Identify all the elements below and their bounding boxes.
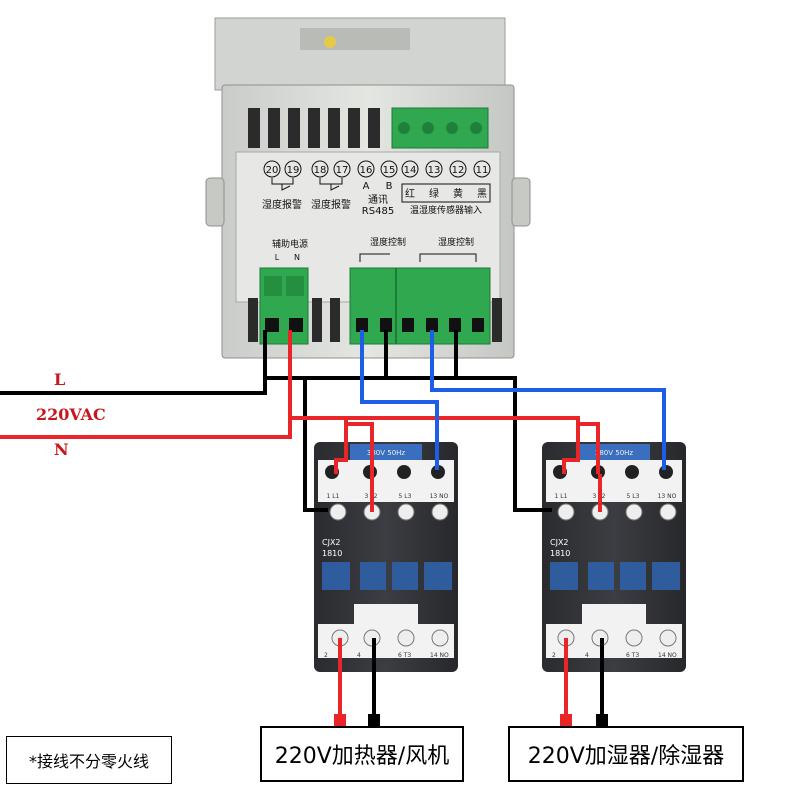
contactor-terminal-label: 13 NO [430, 493, 449, 500]
alarm2-label: 湿度报警 [311, 198, 351, 211]
terminal-number: 17 [336, 165, 349, 176]
live-wire-main [0, 330, 267, 395]
sensor-wire-color: 红 [405, 187, 415, 200]
contactor-top-panel [318, 460, 454, 502]
sensor-wire-color: 黑 [477, 188, 487, 200]
sensor-wire-color: 绿 [429, 187, 439, 200]
control-wire-contactor2 [430, 330, 666, 470]
control-relay-symbols [359, 253, 477, 262]
load1-neutral-lug [334, 714, 346, 726]
temp-control-label: 湿度控制 [370, 236, 406, 248]
terminal-number: 20 [266, 165, 279, 176]
contactor-terminal-label: 6 T3 [626, 652, 639, 659]
wiring-note: *接线不分零火线 [6, 736, 172, 784]
contactor-top-panel [546, 460, 682, 502]
humidity-control-label: 湿度控制 [438, 236, 474, 248]
controller-top-label [300, 28, 410, 50]
terminal-number: 16 [360, 165, 373, 176]
aux-power-label: 辅助电源 [272, 238, 308, 250]
controller-vents-bottom [248, 298, 502, 342]
comm-protocol: RS485 [362, 206, 394, 217]
contactor-terminal-label: 1 L1 [555, 493, 568, 500]
load-heater-fan: 220V加热器/风机 [260, 726, 464, 782]
contactor-terminal-label: 2 [552, 652, 556, 659]
sensor-input-label: 温湿度传感器输入 [410, 204, 482, 216]
terminal-number: 13 [428, 165, 441, 176]
sensor-color-box [401, 183, 491, 203]
voltage-label: 220VAC [36, 405, 106, 424]
line-label: L [54, 370, 65, 389]
live-wire-to-contactor1 [303, 378, 328, 512]
contactor-model: CJX2 [322, 538, 341, 547]
contactor-terminal-label: 5 L3 [627, 493, 640, 500]
neutral-wire-coil [334, 418, 600, 474]
contactor-terminal-label: 1 L1 [327, 493, 340, 500]
terminal-number: 19 [287, 165, 300, 176]
sensor-terminal-block [391, 107, 489, 149]
controller-indicator-icon [324, 36, 336, 48]
terminal-number: 18 [314, 165, 327, 176]
neutral-label: N [54, 440, 69, 459]
aux-l-label: L [275, 253, 280, 262]
comm-a-label: A [363, 181, 370, 192]
neutral-wire-to-contactor2 [290, 416, 580, 474]
load1-live-lug [368, 714, 380, 726]
load2-live-lug [596, 714, 608, 726]
wiring [0, 330, 666, 718]
contactor-2: 380V 50Hz 1 L1 3 L2 5 L3 13 NO CJX2 1810… [542, 442, 686, 672]
contactor-rating-plate [350, 444, 422, 460]
sensor-wire-color: 黄 [453, 187, 463, 200]
temperature-humidity-controller: 20 19 18 17 16 15 14 13 12 11 湿度报警 湿度报警 … [205, 17, 531, 359]
control-terminal-block [349, 267, 491, 345]
contactor-terminal-label: 5 L3 [399, 493, 412, 500]
contactor-terminal-label: 14 NO [430, 652, 449, 659]
alarm2-relay-symbol [319, 178, 343, 191]
load-humidifier-dehumidifier: 220V加湿器/除湿器 [508, 726, 744, 782]
alarm1-relay-symbol [271, 178, 294, 191]
comm-b-label: B [386, 181, 393, 192]
terminal-number: 11 [476, 165, 489, 176]
load2-neutral-lug [560, 714, 572, 726]
contactor-model: CJX2 [550, 538, 569, 547]
contactor-terminal-label: 4 [357, 652, 361, 659]
control-wire-contactor1 [360, 330, 439, 470]
aux-n-label: N [294, 253, 300, 262]
contactor-terminal-label: 13 NO [658, 493, 677, 500]
controller-vents-top [248, 108, 380, 148]
contactor-code: 1810 [550, 549, 570, 558]
live-wire-to-contactor2 [265, 376, 552, 512]
neutral-wire-main [0, 330, 292, 439]
controller-clip-left [205, 177, 225, 227]
contactor-1: 380V 50Hz 1 L1 3 L2 5 L3 13 NO CJX2 1810… [314, 442, 458, 672]
terminal-number: 12 [452, 165, 465, 176]
contactor-rating: 380V 50Hz [595, 449, 634, 457]
contactor-terminal-label: 14 NO [658, 652, 677, 659]
aux-power-terminal-block [259, 267, 309, 345]
terminal-number: 14 [404, 165, 417, 176]
controller-clip-right [511, 177, 531, 227]
terminal-number-row: 20 19 18 17 16 15 14 13 12 11 [263, 160, 491, 178]
contactor-rating: 380V 50Hz [367, 449, 406, 457]
comm-label: 通讯 [368, 194, 388, 206]
contactor-code: 1810 [322, 549, 342, 558]
contactor-terminal-label: 6 T3 [398, 652, 411, 659]
terminal-number: 15 [383, 165, 396, 176]
alarm1-label: 湿度报警 [262, 198, 302, 211]
contactor-terminal-label: 4 [585, 652, 589, 659]
contactor-terminal-label: 2 [324, 652, 328, 659]
